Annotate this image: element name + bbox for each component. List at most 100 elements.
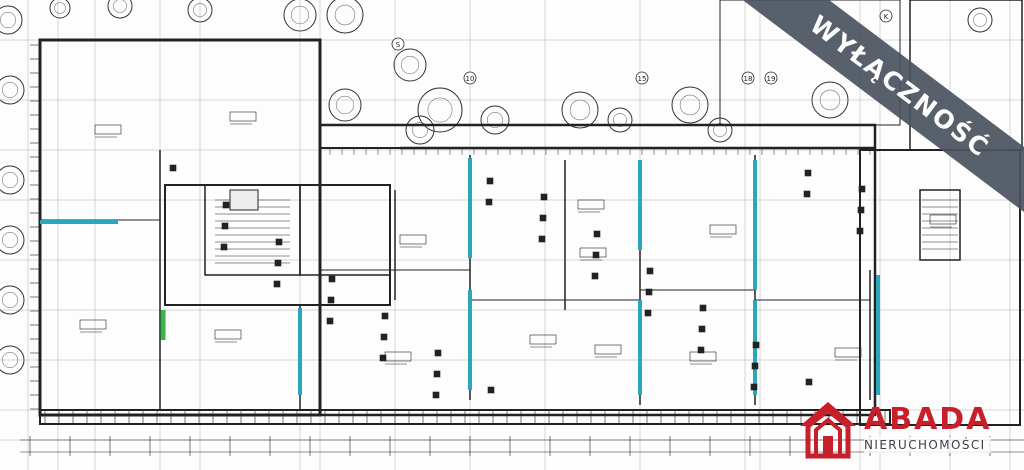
grid-label: 18 bbox=[744, 75, 753, 83]
tree-icon bbox=[335, 95, 355, 115]
plan-rect bbox=[709, 224, 737, 235]
plan-rect bbox=[591, 272, 599, 280]
plan-rect bbox=[919, 189, 961, 261]
plan-rect bbox=[752, 341, 760, 349]
plan-rect bbox=[689, 351, 717, 362]
plan-rect bbox=[220, 243, 228, 251]
tree-icon bbox=[0, 165, 25, 195]
tree-icon bbox=[569, 99, 591, 121]
tree-icon bbox=[400, 55, 420, 75]
plan-rect bbox=[750, 383, 758, 391]
grid-label: 19 bbox=[767, 75, 776, 83]
tree-icon bbox=[393, 48, 427, 82]
logo-words: ABADA NIERUCHOMOŚCI bbox=[864, 402, 992, 453]
plan-rect bbox=[274, 259, 282, 267]
plan-rect bbox=[169, 164, 177, 172]
grid-label: S bbox=[396, 41, 401, 49]
grid-bubble bbox=[741, 71, 755, 85]
plan-rect bbox=[384, 351, 412, 362]
grid-bubble bbox=[463, 71, 477, 85]
grid-label: 15 bbox=[638, 75, 647, 83]
plan-rect bbox=[485, 198, 493, 206]
plan-rect bbox=[698, 325, 706, 333]
tree-icon bbox=[326, 0, 364, 34]
plan-rect bbox=[577, 199, 605, 210]
plan-rect bbox=[857, 206, 865, 214]
tree-icon bbox=[405, 115, 435, 145]
tree-icon bbox=[2, 82, 18, 99]
plan-rect bbox=[38, 38, 322, 417]
tree-icon bbox=[613, 113, 627, 127]
tree-icon bbox=[334, 4, 356, 26]
plan-rect bbox=[79, 319, 107, 330]
grid-bubble bbox=[879, 9, 893, 23]
tree-icon bbox=[2, 172, 18, 189]
plan-rect bbox=[644, 309, 652, 317]
plan-rect bbox=[539, 214, 547, 222]
plan-rect bbox=[804, 169, 812, 177]
tree-icon bbox=[113, 0, 127, 13]
plan-rect bbox=[432, 391, 440, 399]
tree-icon bbox=[54, 2, 66, 14]
tree-icon bbox=[561, 91, 599, 129]
grid-bubble bbox=[391, 37, 405, 51]
plan-rect bbox=[594, 344, 622, 355]
plan-rect bbox=[433, 370, 441, 378]
tree-icon bbox=[0, 285, 25, 315]
plan-rect bbox=[275, 238, 283, 246]
plan-rect bbox=[94, 124, 122, 135]
tree-icon bbox=[480, 105, 510, 135]
tree-icon bbox=[486, 112, 503, 129]
tree-icon bbox=[0, 75, 25, 105]
plan-rect bbox=[751, 362, 759, 370]
plan-rect bbox=[273, 280, 281, 288]
plan-rect bbox=[858, 185, 866, 193]
plan-rect bbox=[697, 346, 705, 354]
plan-rect bbox=[856, 227, 864, 235]
plan-rect bbox=[328, 275, 336, 283]
plan-rect bbox=[399, 234, 427, 245]
logo-name: ABADA bbox=[864, 402, 992, 437]
tree-icon bbox=[49, 0, 71, 19]
tree-icon bbox=[967, 7, 993, 33]
plan-rect bbox=[229, 189, 259, 211]
tree-icon bbox=[2, 232, 18, 249]
plan-rect bbox=[434, 349, 442, 357]
tree-icon bbox=[417, 87, 463, 133]
plan-rect bbox=[221, 222, 229, 230]
plan-rect bbox=[699, 304, 707, 312]
grid-labels: S 10 15 18 19 K bbox=[391, 9, 893, 85]
plan-rect bbox=[593, 230, 601, 238]
tree-icon bbox=[0, 225, 25, 255]
plan-rect bbox=[538, 235, 546, 243]
grid-label: K bbox=[884, 13, 889, 21]
tree-icon bbox=[411, 122, 428, 139]
plan-rect bbox=[645, 288, 653, 296]
plan-rect bbox=[646, 267, 654, 275]
tree-icon bbox=[607, 107, 633, 133]
tree-icon bbox=[328, 88, 362, 122]
plan-rect bbox=[529, 334, 557, 345]
plan-rect bbox=[540, 193, 548, 201]
logo-subtitle: NIERUCHOMOŚCI bbox=[864, 437, 992, 453]
tree-icon bbox=[671, 86, 709, 124]
plan-rect bbox=[222, 201, 230, 209]
tree-icon bbox=[0, 12, 16, 28]
plan-rect bbox=[834, 347, 862, 358]
agency-logo: ABADA NIERUCHOMOŚCI bbox=[796, 393, 1006, 463]
tree-icon bbox=[2, 291, 18, 308]
plan-rect bbox=[803, 190, 811, 198]
grid-label: 10 bbox=[466, 75, 475, 83]
plan-rect bbox=[327, 296, 335, 304]
grid-bubble bbox=[635, 71, 649, 85]
tree-icon bbox=[427, 97, 453, 123]
tree-icon bbox=[0, 5, 23, 35]
plan-rect bbox=[929, 214, 957, 225]
plan-rect bbox=[592, 251, 600, 259]
plan-rect bbox=[299, 184, 391, 276]
plan-rect bbox=[487, 386, 495, 394]
plan-rect bbox=[214, 329, 242, 340]
